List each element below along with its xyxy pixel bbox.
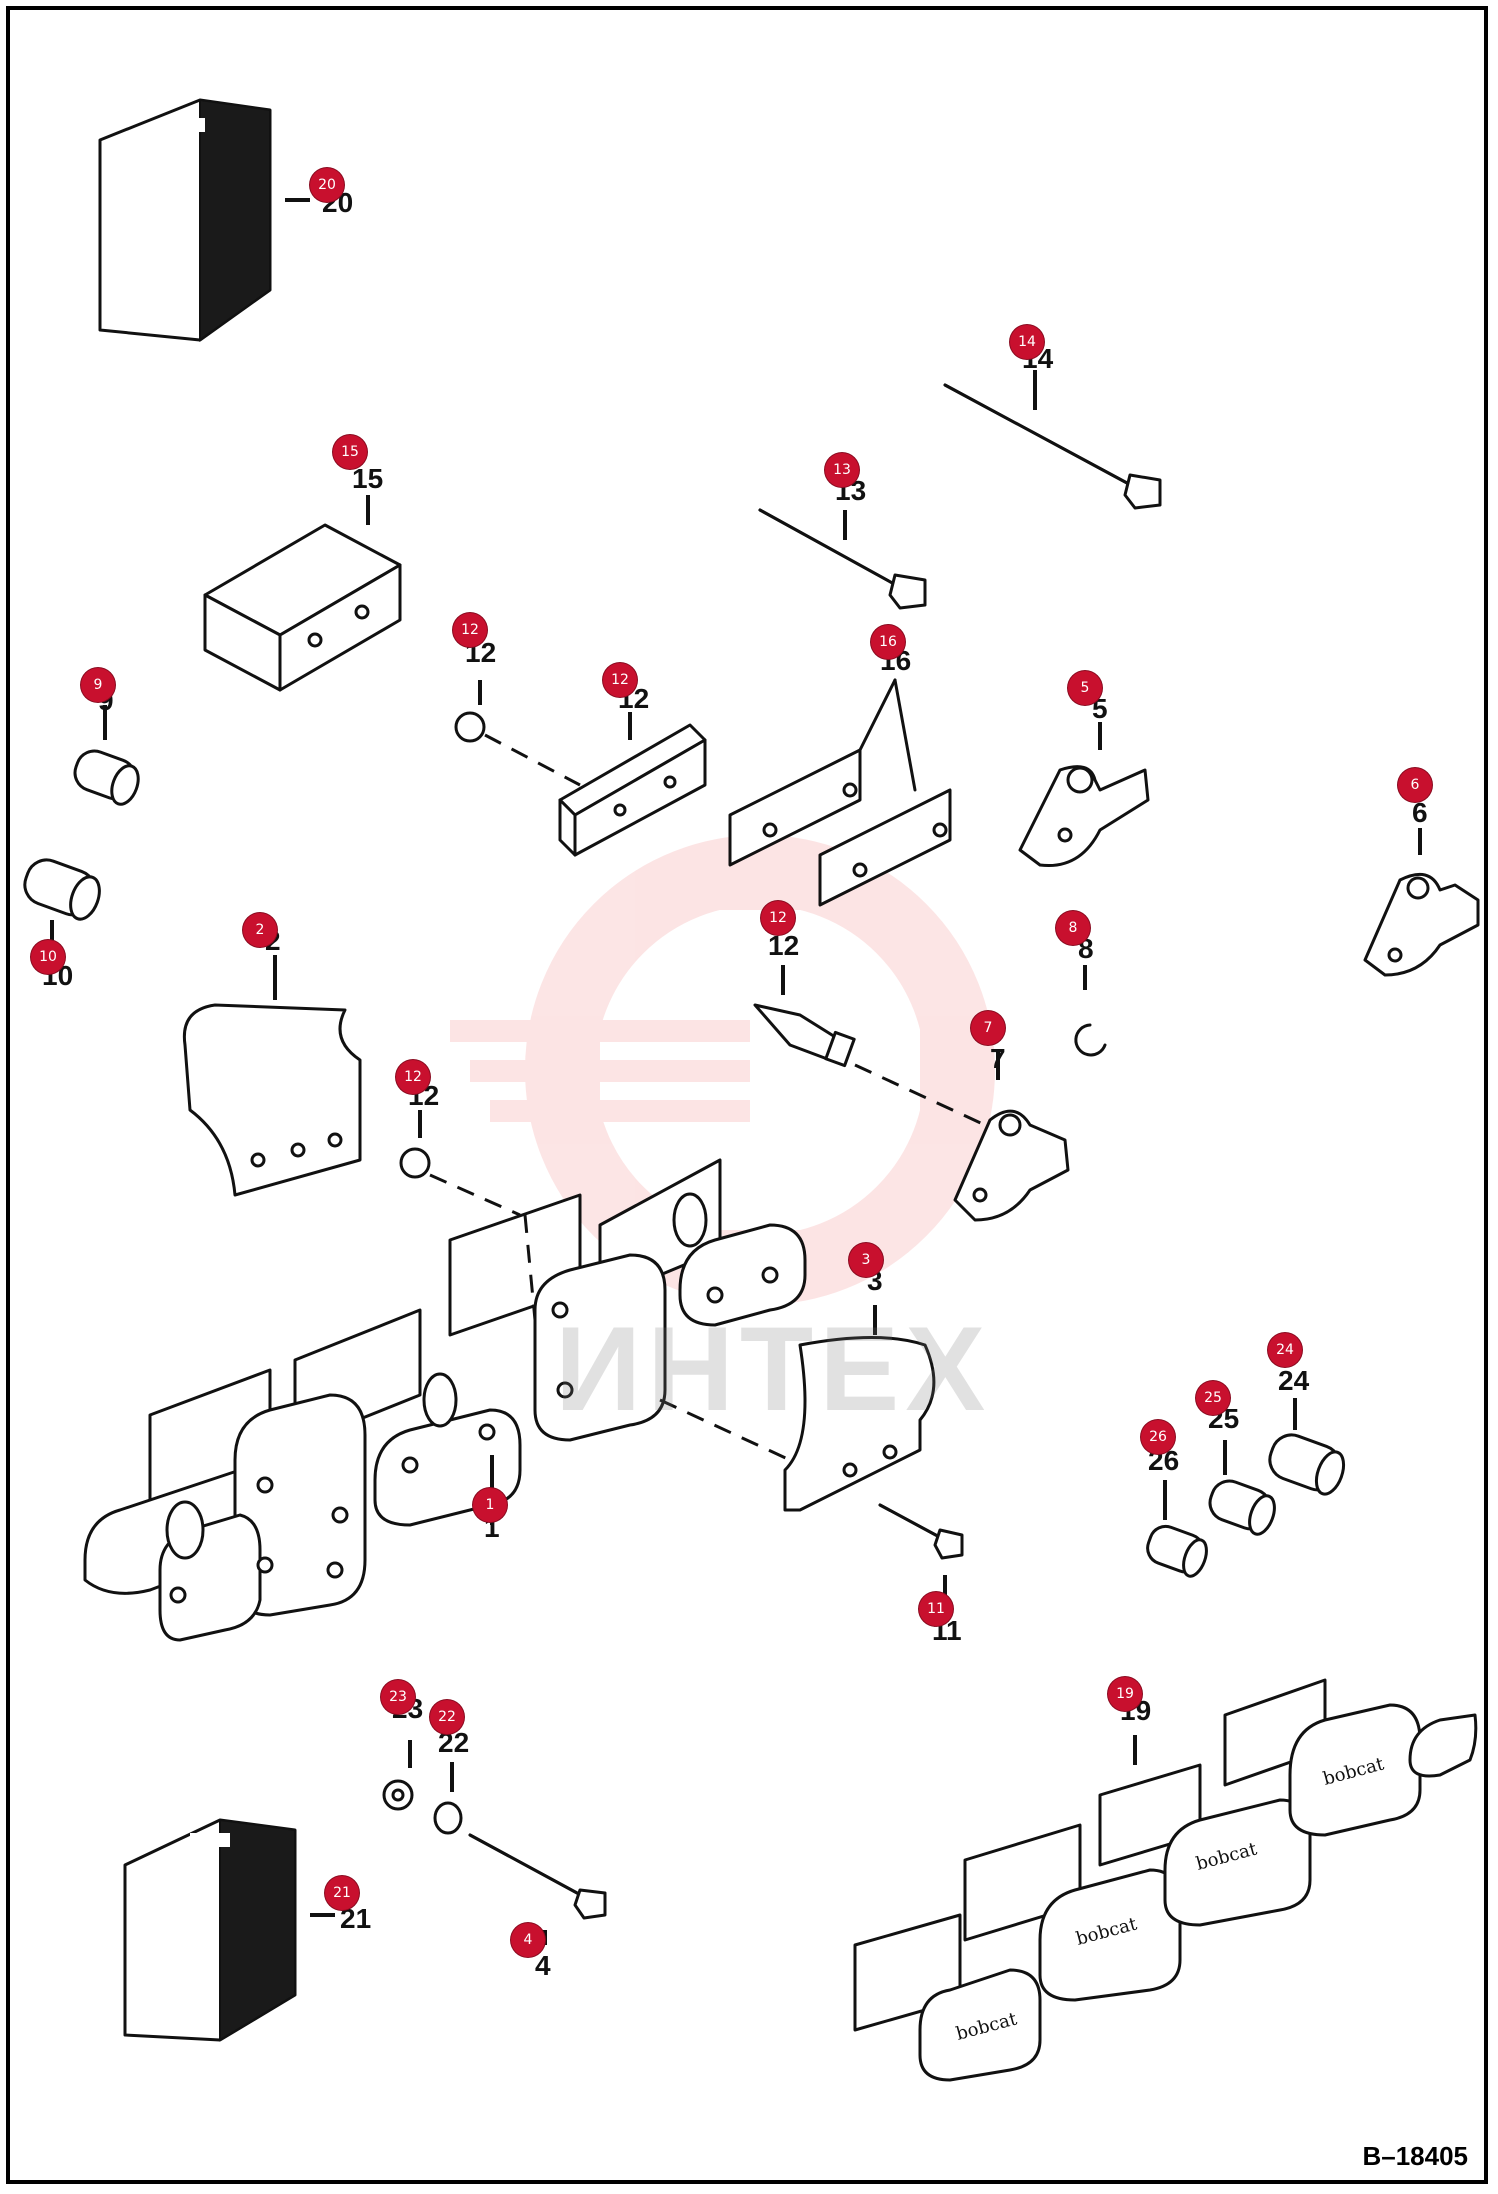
part-13-tooth xyxy=(753,965,986,1127)
part-19-chain: bobcat bobcat bobcat bobcat xyxy=(853,1678,1478,2082)
callout-10[interactable]: 10 xyxy=(31,940,65,974)
callout-4[interactable]: 4 xyxy=(511,1923,545,1957)
callout-12-lower[interactable]: 12 xyxy=(396,1060,430,1094)
part-7-bracket xyxy=(953,1050,1070,1222)
part-2-guard xyxy=(182,955,362,1197)
part-5-bracket xyxy=(1018,722,1150,868)
callout-6[interactable]: 6 xyxy=(1398,768,1432,802)
callout-19[interactable]: 19 xyxy=(1108,1677,1142,1711)
part-16-long-bolt xyxy=(943,370,1162,510)
callout-17[interactable]: 15 xyxy=(333,435,367,469)
part-4-bolt xyxy=(468,1833,607,1945)
label-6: 6 xyxy=(1412,797,1428,828)
callout-23[interactable]: 23 xyxy=(381,1680,415,1714)
callout-14[interactable]: 12 xyxy=(603,663,637,697)
part-6-bracket xyxy=(1363,828,1480,977)
callout-24[interactable]: 24 xyxy=(1268,1333,1302,1367)
callout-9[interactable]: 9 xyxy=(81,668,115,702)
part-10-bushing xyxy=(23,858,101,940)
callout-18[interactable]: 16 xyxy=(871,625,905,659)
callout-1[interactable]: 1 xyxy=(473,1488,507,1522)
part-18-plates xyxy=(728,678,952,907)
part-20-box xyxy=(98,98,310,342)
callout-22[interactable]: 22 xyxy=(430,1700,464,1734)
callout-5[interactable]: 5 xyxy=(1068,671,1102,705)
part-11-bolt xyxy=(878,1503,964,1600)
part-12-nut-lower xyxy=(399,1110,521,1217)
callout-3[interactable]: 3 xyxy=(849,1243,883,1277)
callout-2[interactable]: 2 xyxy=(243,913,277,947)
part-25-bushing xyxy=(1208,1440,1276,1536)
part-8-clip xyxy=(1074,965,1107,1057)
watermark-text: ИНТЕХ xyxy=(555,1302,992,1436)
callout-15[interactable]: 13 xyxy=(825,453,859,487)
callout-13[interactable]: 12 xyxy=(761,901,795,935)
label-17: 15 xyxy=(352,463,383,494)
label-4: 4 xyxy=(535,1950,551,1981)
callout-16[interactable]: 14 xyxy=(1010,325,1044,359)
callout-11[interactable]: 11 xyxy=(919,1592,953,1626)
part-17-block xyxy=(203,495,402,692)
callout-21[interactable]: 21 xyxy=(325,1876,359,1910)
drawing-reference-number: B–18405 xyxy=(1362,2141,1468,2171)
part-1-chain xyxy=(83,1158,807,1642)
part-12-nut-upper xyxy=(454,680,581,787)
part-24-bushing xyxy=(1268,1398,1346,1496)
callout-7[interactable]: 7 xyxy=(971,1011,1005,1045)
label-13: 12 xyxy=(768,930,799,961)
part-3-guard xyxy=(783,1305,936,1512)
label-7: 7 xyxy=(990,1043,1006,1074)
part-26-bushing xyxy=(1146,1480,1208,1578)
part-22-washer xyxy=(433,1762,463,1835)
label-24: 24 xyxy=(1278,1365,1310,1396)
part-14-plate xyxy=(558,712,707,857)
callout-8[interactable]: 8 xyxy=(1056,911,1090,945)
callout-20[interactable]: 20 xyxy=(310,168,344,202)
callout-25[interactable]: 25 xyxy=(1196,1381,1230,1415)
callout-26[interactable]: 26 xyxy=(1141,1420,1175,1454)
part-23-nut xyxy=(382,1740,414,1811)
part-9-bushing xyxy=(73,705,140,806)
callout-12-upper[interactable]: 12 xyxy=(453,613,487,647)
part-15-bolt xyxy=(758,508,927,610)
part-21-box xyxy=(123,1818,335,2042)
